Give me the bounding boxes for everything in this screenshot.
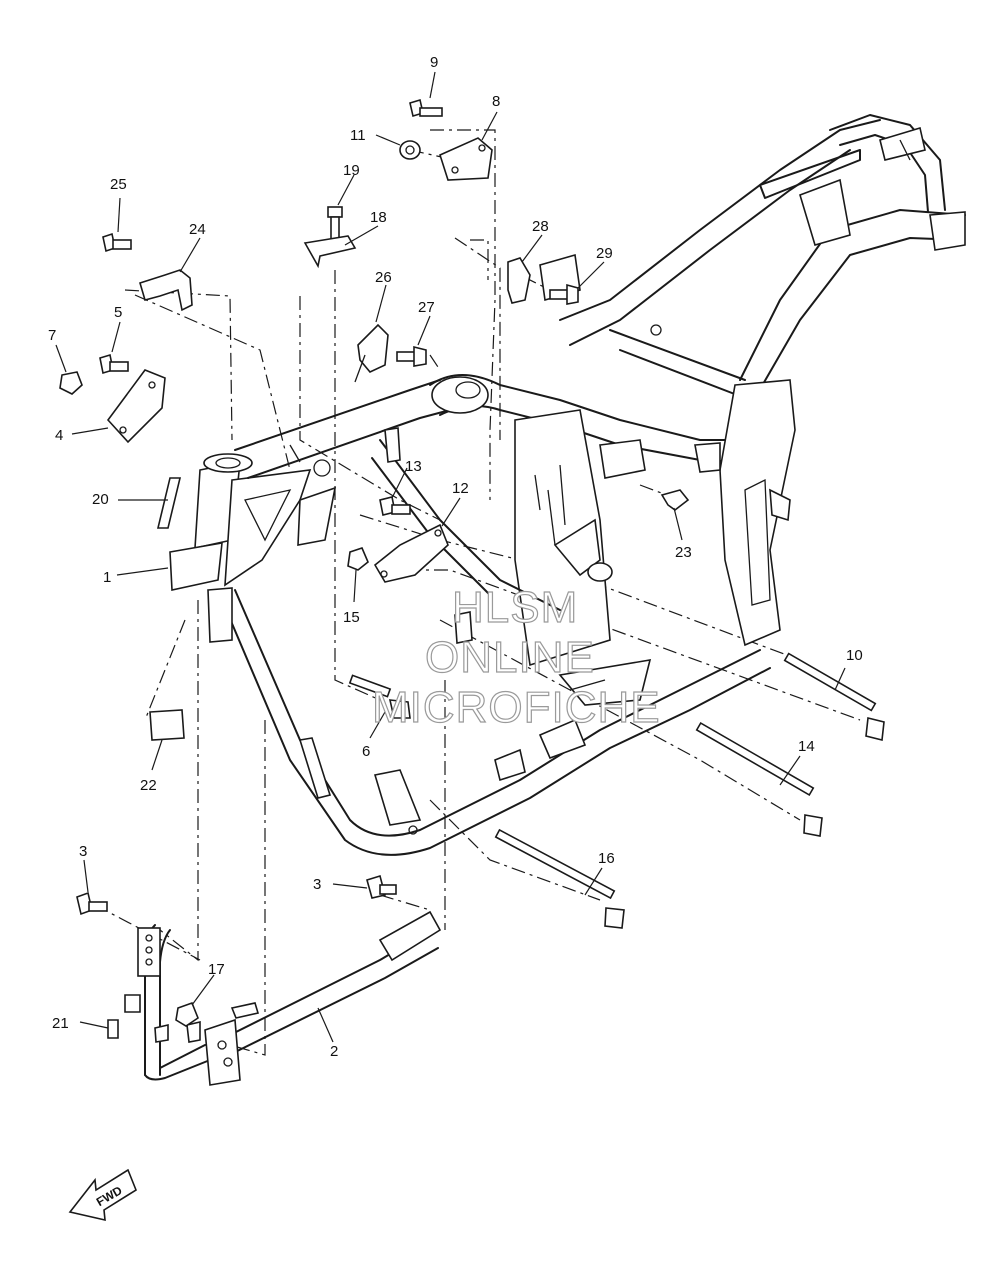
callout-19: 19 [343,162,360,179]
callout-12: 12 [452,480,469,497]
assembly-guide-lines [94,129,861,1056]
fasteners [59,98,885,1039]
callout-3-lower: 3 [79,843,87,860]
callout-16: 16 [598,850,615,867]
callout-21: 21 [52,1015,69,1032]
callout-20: 20 [92,491,109,508]
watermark: HLSM ONLINE MICROFICHE [371,582,661,732]
callout-14: 14 [798,738,815,755]
callout-2: 2 [330,1043,338,1060]
callout-leaders [55,71,846,1043]
callout-8: 8 [492,93,500,110]
callout-29: 29 [596,245,613,262]
callout-3-upper: 3 [313,876,321,893]
fwd-arrow-icon: FWD [68,1168,137,1222]
callout-11: 11 [350,127,366,144]
watermark-line-3: MICROFICHE [372,683,661,732]
callout-1: 1 [103,569,111,586]
callout-5: 5 [114,304,122,321]
callout-22: 22 [140,777,157,794]
callout-10: 10 [846,647,863,664]
callout-9: 9 [430,54,438,71]
callout-23: 23 [675,544,692,561]
front-down-tube [124,910,442,1086]
callout-13: 13 [405,458,422,475]
callout-17: 17 [208,961,225,978]
callout-27: 27 [418,299,435,316]
callout-15: 15 [343,609,360,626]
watermark-line-2: ONLINE [425,633,595,682]
callout-25: 25 [110,176,127,193]
callout-24: 24 [189,221,206,238]
callout-18: 18 [370,209,387,226]
callout-6: 6 [362,743,370,760]
callout-28: 28 [532,218,549,235]
watermark-line-1: HLSM [452,583,578,632]
callout-4: 4 [55,427,63,444]
callout-26: 26 [375,269,392,286]
main-frame [169,114,966,856]
callout-7: 7 [48,327,56,344]
callout-labels: 1 2 3 3 4 5 6 7 8 9 10 11 12 13 14 15 16… [48,54,863,1060]
